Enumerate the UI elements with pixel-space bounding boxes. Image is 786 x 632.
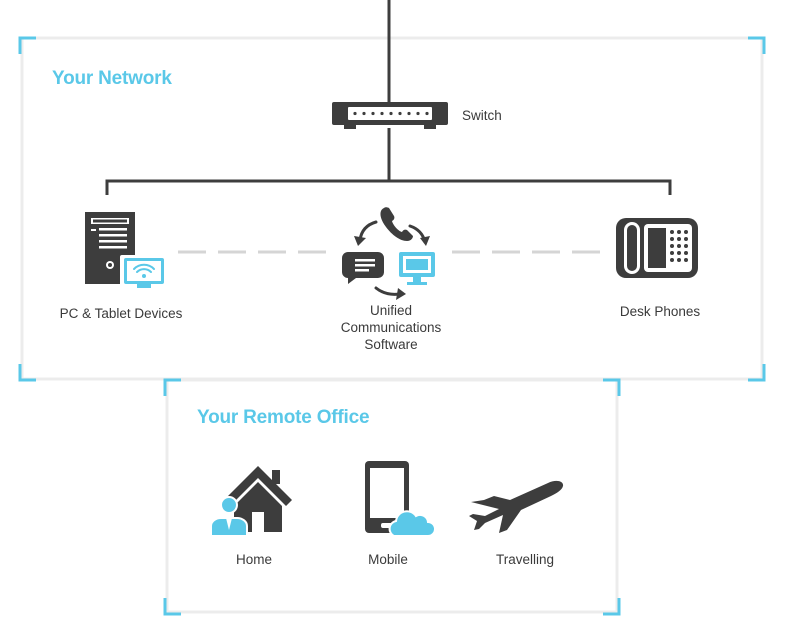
network-box-corners	[18, 36, 766, 382]
pc-tablet-label: PC & Tablet Devices	[59, 306, 183, 321]
network-title: Your Network	[52, 68, 172, 89]
network-switch-icon	[332, 102, 448, 129]
network-box	[20, 36, 764, 381]
ucs-label-line-1: Unified	[369, 303, 413, 318]
ucs-label-line-3: Software	[364, 337, 418, 352]
switch-label: Switch	[462, 108, 502, 123]
home-label: Home	[235, 552, 272, 567]
remote-office-title: Your Remote Office	[197, 407, 370, 428]
ucs-label: Unified Communications Software	[320, 302, 462, 353]
travelling-label: Travelling	[495, 552, 555, 567]
mobile-cloud-icon	[365, 461, 436, 537]
remote-box-corners	[163, 378, 621, 616]
airplane-icon	[469, 480, 564, 533]
ucs-label-line-2: Communications	[340, 320, 442, 335]
home-user-icon	[210, 466, 292, 537]
connector-lines	[105, 0, 672, 195]
unified-communications-icon	[342, 207, 435, 300]
desk-phone-icon	[616, 218, 698, 278]
desk-phones-label: Desk Phones	[619, 304, 701, 319]
cloud-icon	[388, 510, 436, 537]
mobile-label: Mobile	[368, 552, 408, 567]
tablet-wifi-icon	[120, 255, 166, 288]
